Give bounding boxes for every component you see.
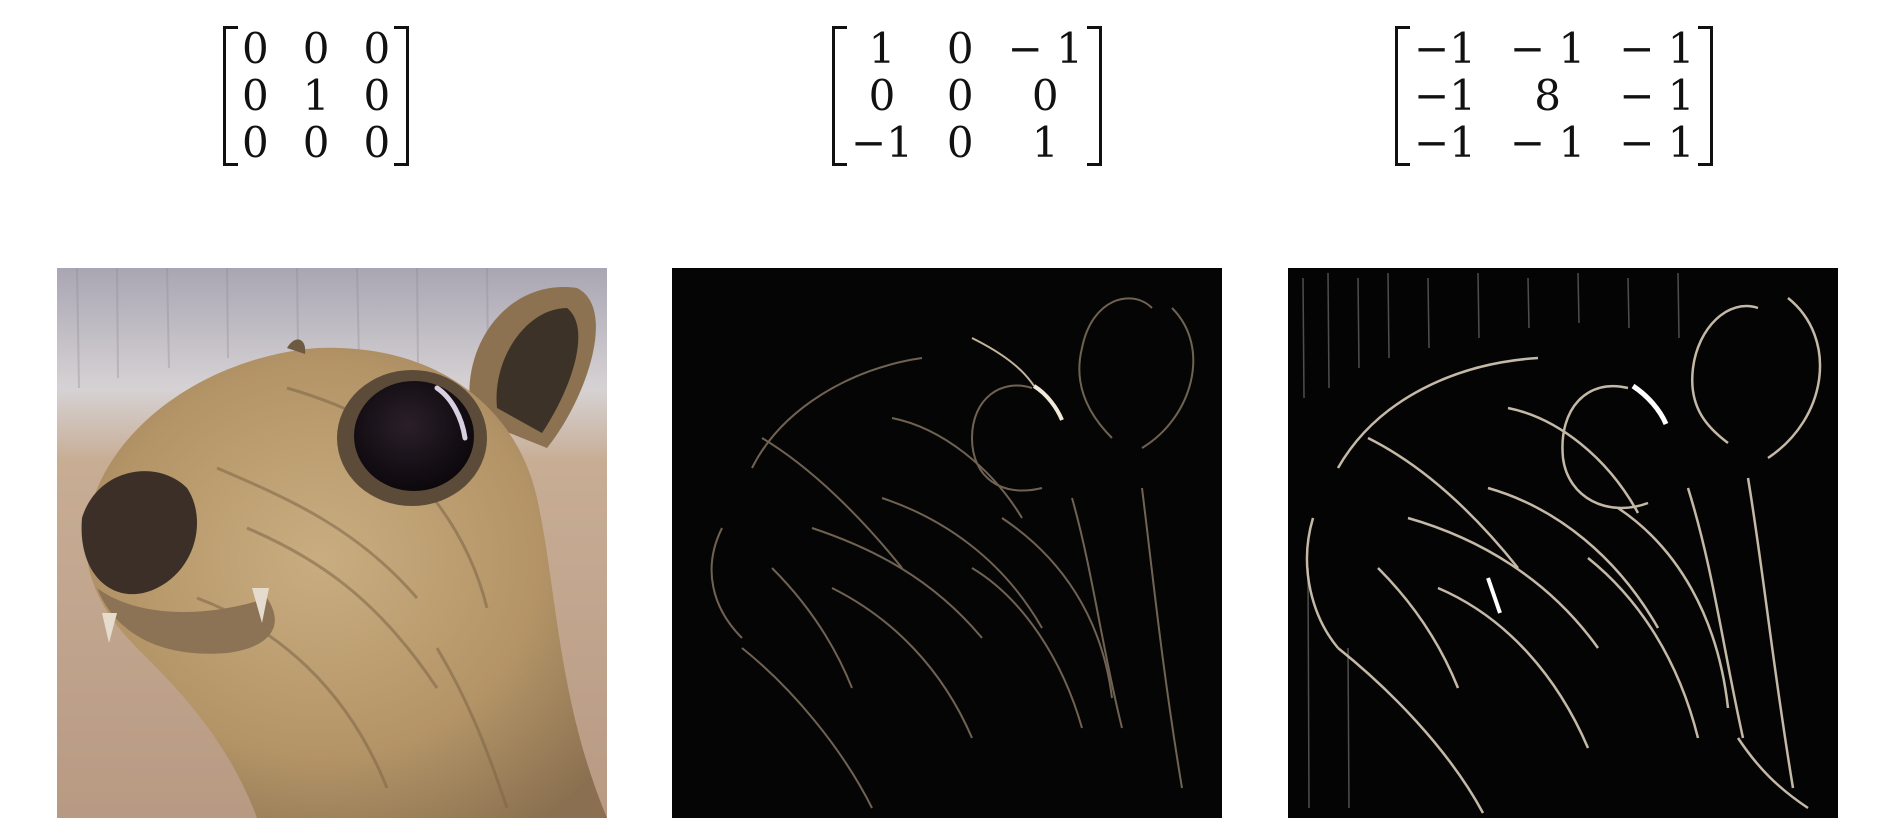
matrix-cell: 1	[1031, 117, 1059, 167]
left-bracket	[1395, 26, 1410, 166]
matrix-cell: 0	[363, 117, 391, 167]
matrix-cell: − 1	[1509, 117, 1586, 167]
edge-detected-image	[672, 268, 1222, 818]
laplacian-sharpened-image	[1288, 268, 1838, 818]
matrix-cell: 0	[946, 24, 974, 74]
squirrel-illustration	[57, 268, 607, 818]
matrix-cell: 0	[242, 70, 269, 120]
matrix-cell: −1	[851, 117, 913, 167]
right-bracket	[1698, 26, 1714, 166]
left-bracket	[223, 26, 238, 166]
matrix-cell: 0	[302, 24, 330, 74]
matrix-cell: 0	[363, 24, 391, 74]
matrix-cell: − 1	[1007, 24, 1083, 74]
matrix-grid: −1 − 1 − 1 −1 8 − 1 −1 − 1 − 1	[1410, 26, 1698, 166]
matrix-cell: − 1	[1509, 24, 1586, 74]
right-bracket	[1086, 26, 1102, 166]
matrix-cell: 0	[242, 24, 269, 74]
matrix-cell: 1	[868, 24, 896, 74]
matrix-grid: 0 0 0 0 1 0 0 0 0	[238, 26, 394, 166]
matrix-cell: 8	[1534, 70, 1561, 120]
kernel-matrix-edge: 1 0 − 1 0 0 0 −1 0 1	[832, 26, 1102, 166]
matrix-cell: − 1	[1619, 117, 1695, 167]
kernel-matrix-laplacian: −1 − 1 − 1 −1 8 − 1 −1 − 1 − 1	[1395, 26, 1714, 166]
kernel-matrix-identity: 0 0 0 0 1 0 0 0 0	[223, 26, 410, 166]
matrix-cell: 0	[1031, 70, 1059, 120]
matrix-cell: −1	[1414, 70, 1476, 120]
matrix-cell: − 1	[1619, 24, 1695, 74]
right-bracket	[394, 26, 410, 166]
left-bracket	[832, 26, 847, 166]
matrix-cell: −1	[1414, 117, 1476, 167]
matrix-cell: 1	[302, 70, 330, 120]
matrix-cell: 0	[302, 117, 330, 167]
original-squirrel-image	[57, 268, 607, 818]
matrix-cell: 0	[946, 70, 974, 120]
laplacian-illustration	[1288, 268, 1838, 818]
matrix-cell: 0	[868, 70, 896, 120]
matrix-cell: 0	[946, 117, 974, 167]
matrix-cell: 0	[242, 117, 269, 167]
matrix-cell: −1	[1414, 24, 1476, 74]
matrix-cell: − 1	[1619, 70, 1695, 120]
edge-illustration	[672, 268, 1222, 818]
matrix-cell: 0	[363, 70, 391, 120]
matrix-grid: 1 0 − 1 0 0 0 −1 0 1	[847, 26, 1087, 166]
